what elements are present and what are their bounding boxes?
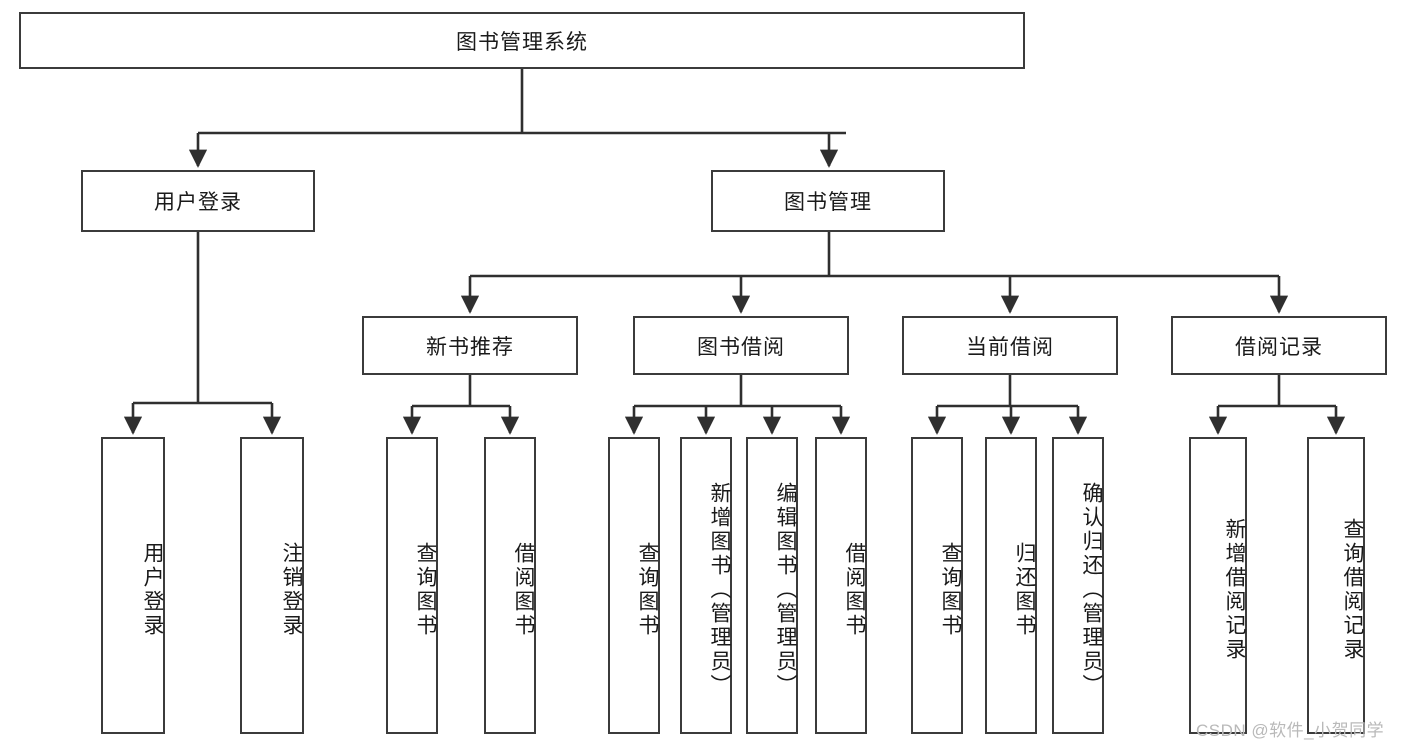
node-leaf-query-book-1[interactable]: 查询图书 (386, 437, 438, 734)
node-leaf-add-record[interactable]: 新增借阅记录 (1189, 437, 1247, 734)
node-leaf-return-book[interactable]: 归还图书 (985, 437, 1037, 734)
leaf-label: 借阅图书 (512, 541, 535, 638)
leaf-label: 用户登录 (141, 541, 164, 638)
leaf-label: 查询借阅记录 (1341, 517, 1364, 662)
node-current-borrow[interactable]: 当前借阅 (902, 316, 1118, 375)
node-leaf-user-login[interactable]: 用户登录 (101, 437, 165, 734)
leaf-label: 查询图书 (939, 541, 962, 638)
leaf-label: 归还图书 (1013, 541, 1036, 638)
leaf-label: 新增借阅记录 (1223, 517, 1246, 662)
node-leaf-query-book-3[interactable]: 查询图书 (911, 437, 963, 734)
leaf-label: 查询图书 (414, 541, 437, 638)
node-user-login[interactable]: 用户登录 (81, 170, 315, 232)
node-new-book-rec[interactable]: 新书推荐 (362, 316, 578, 375)
node-leaf-query-book-2[interactable]: 查询图书 (608, 437, 660, 734)
node-book-borrow[interactable]: 图书借阅 (633, 316, 849, 375)
leaf-label: 确认归还（管理员） (1080, 481, 1103, 698)
node-book-manage[interactable]: 图书管理 (711, 170, 945, 232)
leaf-label: 借阅图书 (843, 541, 866, 638)
node-leaf-borrow-book-1[interactable]: 借阅图书 (484, 437, 536, 734)
node-root[interactable]: 图书管理系统 (19, 12, 1025, 69)
leaf-label: 新增图书（管理员） (708, 481, 731, 698)
node-leaf-borrow-book-2[interactable]: 借阅图书 (815, 437, 867, 734)
node-leaf-add-book[interactable]: 新增图书（管理员） (680, 437, 732, 734)
leaf-label: 查询图书 (636, 541, 659, 638)
node-leaf-edit-book[interactable]: 编辑图书（管理员） (746, 437, 798, 734)
node-leaf-logout-login[interactable]: 注销登录 (240, 437, 304, 734)
node-leaf-confirm-return[interactable]: 确认归还（管理员） (1052, 437, 1104, 734)
csdn-watermark: CSDN @软件_小贺同学 (1196, 721, 1385, 740)
node-borrow-record[interactable]: 借阅记录 (1171, 316, 1387, 375)
leaf-label: 注销登录 (280, 541, 303, 638)
leaf-label: 编辑图书（管理员） (774, 481, 797, 698)
node-leaf-query-record[interactable]: 查询借阅记录 (1307, 437, 1365, 734)
